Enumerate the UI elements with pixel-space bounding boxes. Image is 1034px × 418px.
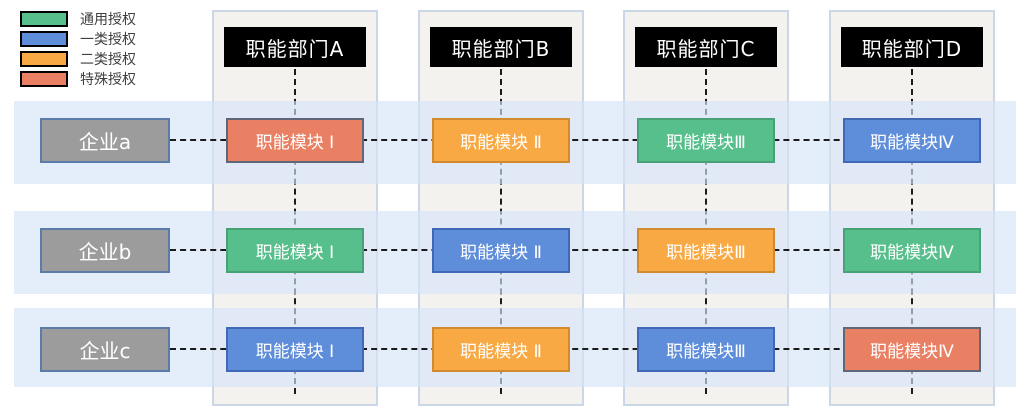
- legend-label: 特殊授权: [80, 72, 136, 88]
- legend-swatch-class2: [20, 51, 68, 67]
- module-box: 职能模块Ⅳ: [843, 228, 981, 273]
- module-box: 职能模块Ⅲ: [637, 327, 775, 372]
- module-box: 职能模块 Ⅰ: [226, 228, 364, 273]
- legend-swatch-general: [20, 11, 68, 27]
- legend-item: 二类授权: [20, 51, 136, 68]
- module-box: 职能模块 Ⅱ: [432, 118, 570, 163]
- department-header: 职能部门B: [430, 27, 572, 67]
- legend-swatch-class1: [20, 31, 68, 47]
- module-box: 职能模块Ⅳ: [843, 118, 981, 163]
- module-box: 职能模块 Ⅰ: [226, 118, 364, 163]
- module-box: 职能模块 Ⅰ: [226, 327, 364, 372]
- department-header: 职能部门C: [635, 27, 777, 67]
- legend-swatch-special: [20, 71, 68, 87]
- module-box: 职能模块Ⅲ: [637, 228, 775, 273]
- legend-label: 二类授权: [80, 52, 136, 68]
- legend-item: 一类授权: [20, 31, 136, 48]
- enterprise-box: 企业c: [40, 327, 170, 372]
- department-header: 职能部门A: [224, 27, 366, 67]
- module-box: 职能模块Ⅲ: [637, 118, 775, 163]
- enterprise-box: 企业a: [40, 118, 170, 163]
- module-box: 职能模块 Ⅱ: [432, 228, 570, 273]
- legend-item: 特殊授权: [20, 71, 136, 88]
- legend-item: 通用授权: [20, 11, 136, 28]
- legend-label: 一类授权: [80, 32, 136, 48]
- department-header: 职能部门D: [841, 27, 983, 67]
- enterprise-box: 企业b: [40, 228, 170, 273]
- legend-label: 通用授权: [80, 12, 136, 28]
- module-box: 职能模块 Ⅱ: [432, 327, 570, 372]
- module-box: 职能模块Ⅳ: [843, 327, 981, 372]
